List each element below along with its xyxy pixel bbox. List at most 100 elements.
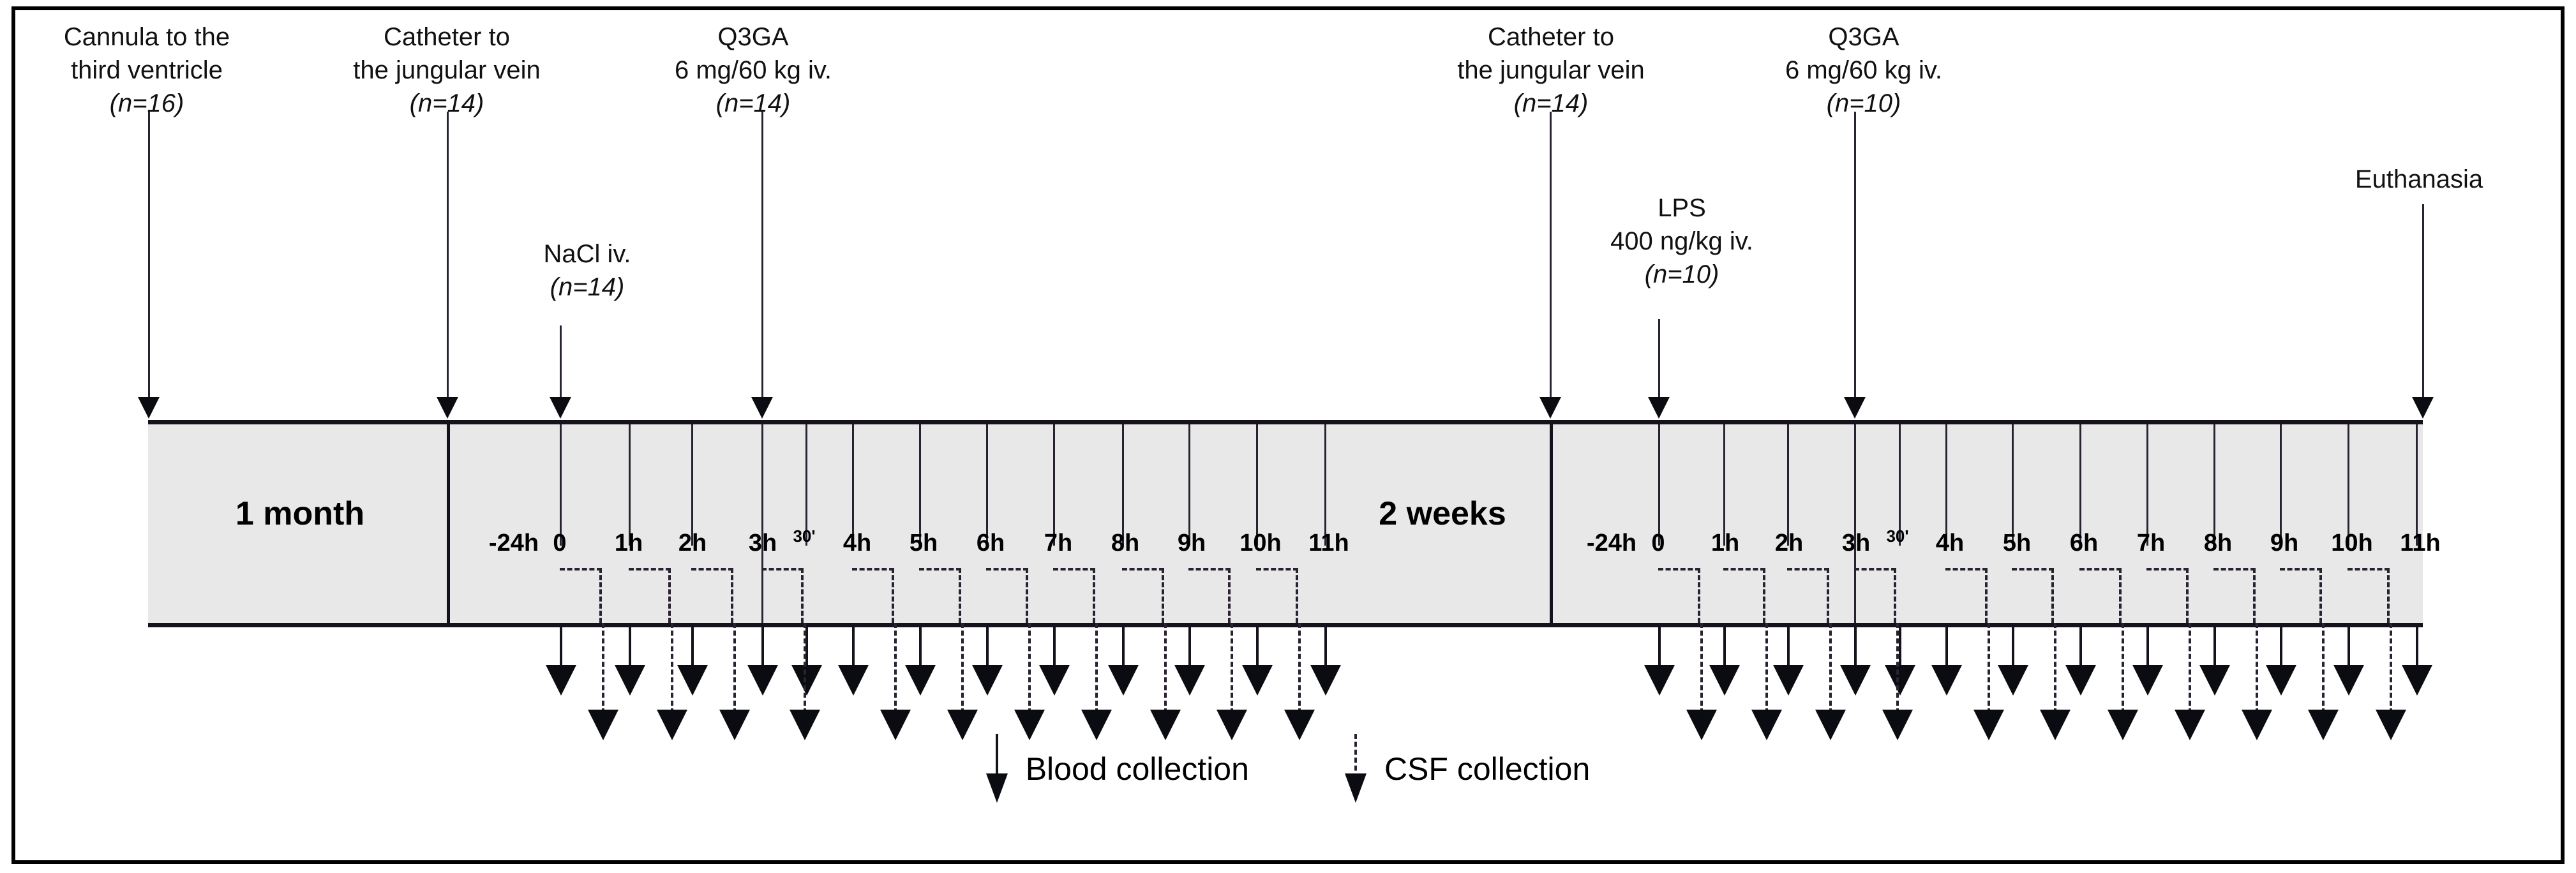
blood-collection-arrowhead [972, 665, 1003, 696]
blood-collection-line [805, 623, 808, 669]
csf-collection-line [1988, 623, 1990, 713]
blood-collection-line [2213, 623, 2216, 669]
event-arrowhead-euthanasia [2412, 397, 2434, 419]
csf-collection-arrowhead [2376, 710, 2406, 740]
csf-collection-line [2054, 623, 2056, 713]
csf-collection-arrowhead [947, 710, 978, 740]
csf-bracket [2146, 568, 2189, 623]
blood-collection-arrowhead [615, 665, 645, 696]
csf-bracket [2348, 568, 2390, 623]
csf-bracket [1723, 568, 1765, 623]
timeline-tick-label: 11h [2400, 530, 2441, 556]
timeline-tick [2213, 424, 2215, 546]
timeline-tick-label: 2h [1774, 530, 1804, 556]
blood-collection-line [691, 623, 694, 669]
event-line: NaCl iv. [543, 240, 631, 268]
blood-collection-arrowhead [2266, 665, 2296, 696]
blood-collection-line [2280, 623, 2282, 669]
timeline-tick [805, 424, 807, 546]
event-label-nacl: NaCl iv. (n=14) [460, 237, 715, 304]
blood-collection-line [1658, 623, 1661, 669]
event-arrowhead-nacl [550, 397, 571, 419]
event-label-cannula: Cannula to the third ventricle (n=16) [19, 20, 274, 120]
blood-collection-line [1945, 623, 1948, 669]
csf-collection-line [2189, 623, 2191, 713]
csf-collection-line [1829, 623, 1832, 713]
csf-collection-line [804, 623, 806, 713]
blood-collection-line [919, 623, 922, 669]
csf-bracket [1854, 568, 1896, 623]
event-arrow-line-q3ga-2 [1854, 112, 1856, 399]
event-line: Cannula to the [63, 23, 230, 51]
timeline-tick [1854, 424, 1856, 623]
csf-collection-arrowhead [1751, 710, 1782, 740]
blood-collection-arrowhead [791, 665, 822, 696]
timeline-tick [2348, 424, 2349, 546]
blood-collection-arrowhead [1644, 665, 1675, 696]
blood-collection-line [2416, 623, 2418, 669]
event-line: 6 mg/60 kg iv. [674, 56, 832, 84]
event-arrow-line-catheter-1 [447, 112, 449, 399]
blood-collection-line [1324, 623, 1327, 669]
timeline-tick [761, 424, 763, 623]
event-n: (n=16) [109, 89, 184, 117]
timeline-tick-label: 9h [1177, 530, 1206, 556]
csf-arrow-icon [1344, 734, 1367, 804]
timeline-tick-label: -24h [488, 530, 539, 556]
csf-collection-line [733, 623, 736, 713]
timeline-tick [2146, 424, 2148, 546]
event-label-euthanasia: Euthanasia [2304, 163, 2534, 196]
phase-divider-1 [447, 424, 450, 623]
blood-collection-arrowhead [1242, 665, 1273, 696]
timeline-tick [2012, 424, 2014, 546]
csf-bracket [560, 568, 602, 623]
csf-bracket [1122, 568, 1164, 623]
timeline-tick-label: 10h [1239, 530, 1282, 556]
csf-collection-line [961, 623, 964, 713]
csf-collection-line [1298, 623, 1301, 713]
csf-bracket [761, 568, 804, 623]
blood-collection-arrowhead [1773, 665, 1804, 696]
timeline-tick-label: 7h [2136, 530, 2166, 556]
csf-collection-line [1700, 623, 1703, 713]
csf-collection-arrowhead [1150, 710, 1181, 740]
csf-collection-line [2322, 623, 2325, 713]
timeline-tick-label-30min: 30' [1886, 526, 1909, 546]
csf-bracket [2012, 568, 2054, 623]
csf-bracket [2280, 568, 2322, 623]
csf-collection-line [2390, 623, 2392, 713]
blood-collection-line [1787, 623, 1790, 669]
blood-collection-line [1256, 623, 1259, 669]
event-arrowhead-q3ga-2 [1844, 397, 1866, 419]
csf-bracket [2213, 568, 2256, 623]
timeline-tick-label: 8h [1111, 530, 1140, 556]
timeline-tick [1122, 424, 1124, 546]
csf-collection-line [602, 623, 604, 713]
timeline-tick [919, 424, 921, 546]
csf-collection-line [1896, 623, 1899, 713]
blood-collection-arrowhead [1931, 665, 1962, 696]
timeline-tick [2280, 424, 2282, 546]
blood-collection-arrowhead [1310, 665, 1341, 696]
timeline-tick-label: 0 [553, 530, 567, 556]
blood-collection-arrowhead [2065, 665, 2096, 696]
csf-bracket [1945, 568, 1988, 623]
csf-bracket [986, 568, 1028, 623]
blood-collection-line [1899, 623, 1901, 669]
csf-collection-arrowhead [2175, 710, 2205, 740]
csf-collection-line [2256, 623, 2258, 713]
blood-collection-line [1122, 623, 1125, 669]
event-n: (n=10) [1826, 89, 1901, 117]
blood-collection-line [629, 623, 631, 669]
timeline-tick-label: -24h [1586, 530, 1637, 556]
csf-collection-arrowhead [2108, 710, 2138, 740]
timeline-tick-label: 5h [909, 530, 938, 556]
csf-collection-arrowhead [1882, 710, 1913, 740]
blood-collection-line [852, 623, 855, 669]
csf-collection-line [2122, 623, 2124, 713]
event-n: (n=14) [550, 273, 625, 301]
timeline-tick-label: 10h [2331, 530, 2373, 556]
event-line: Q3GA [1828, 23, 1899, 51]
timeline-tick [1899, 424, 1901, 546]
